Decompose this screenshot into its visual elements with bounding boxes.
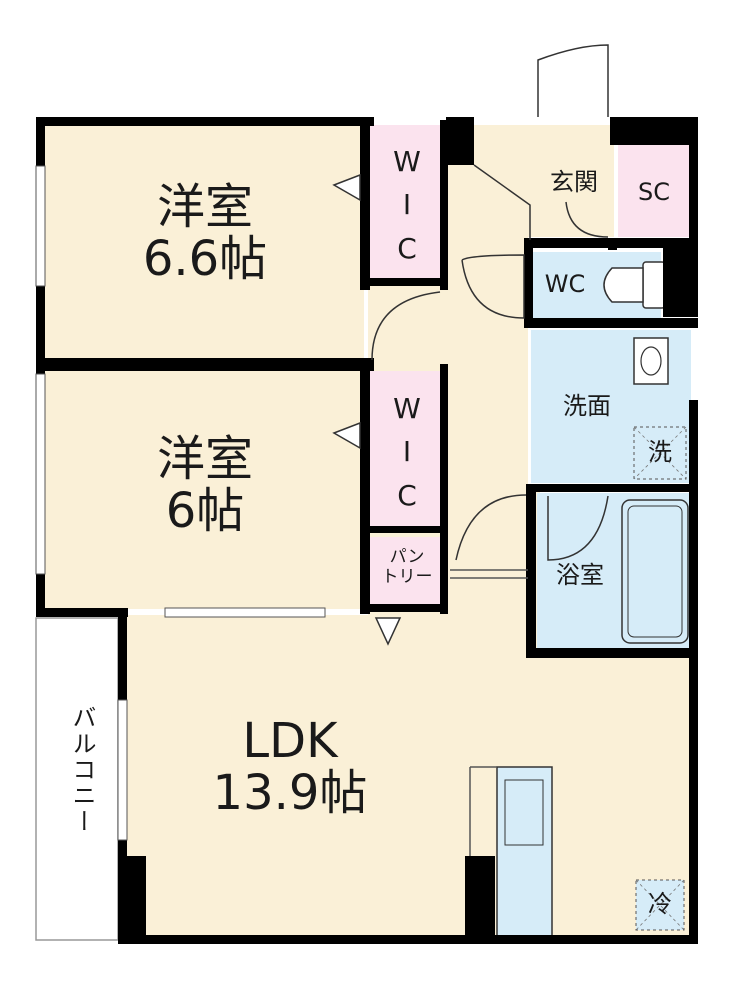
fridge-space bbox=[635, 879, 685, 931]
doors bbox=[332, 44, 609, 646]
bathroom-label: 浴室 bbox=[556, 561, 604, 589]
toilet-bowl bbox=[603, 267, 644, 303]
wc-label: WC bbox=[544, 270, 586, 298]
fridge-label: 冷 bbox=[648, 890, 672, 918]
wic-1-w: W bbox=[393, 145, 421, 178]
wic-2-w: W bbox=[393, 392, 421, 425]
wic-2-floor bbox=[368, 371, 446, 531]
wic-1-c: C bbox=[397, 231, 417, 265]
ldk-floor bbox=[125, 615, 695, 937]
bathtub-inner bbox=[627, 505, 683, 638]
toilet-tank bbox=[642, 261, 666, 309]
windows bbox=[35, 165, 326, 841]
western-room-2-size: 6帖 bbox=[165, 482, 245, 539]
wic-2-c: C bbox=[397, 478, 417, 512]
basin-bowl bbox=[640, 346, 662, 376]
balcony-area bbox=[35, 617, 119, 941]
ldk-size: 13.9帖 bbox=[212, 764, 368, 821]
entrance-label: 玄関 bbox=[550, 168, 598, 196]
pantry-line-2: トリー bbox=[381, 566, 433, 587]
wic-1-i: I bbox=[402, 188, 412, 222]
pantry-label: パン トリー bbox=[370, 547, 444, 587]
wic-1-floor bbox=[368, 125, 446, 282]
western-room-1-name: 洋室 bbox=[156, 179, 253, 235]
western-room-1-size: 6.6帖 bbox=[142, 230, 268, 287]
hall-floor-2 bbox=[450, 488, 540, 618]
washroom-label: 洗面 bbox=[563, 392, 611, 420]
ldk-label: LDK 13.9帖 bbox=[190, 713, 390, 821]
western-room-1-label: 洋室 6.6帖 bbox=[120, 179, 290, 287]
ldk-name: LDK bbox=[242, 713, 338, 769]
wic-1-label: W I C bbox=[370, 140, 444, 270]
partitions bbox=[44, 120, 448, 614]
washer-cross-2 bbox=[633, 426, 687, 480]
pantry-line-1: パン bbox=[389, 547, 425, 567]
kitchen-sink bbox=[504, 779, 544, 846]
bathtub bbox=[621, 499, 689, 644]
wic-2-i: I bbox=[402, 435, 412, 469]
wash-basin bbox=[633, 337, 669, 385]
washer-label: 洗 bbox=[648, 438, 672, 466]
western-room-1-floor bbox=[44, 125, 364, 363]
western-room-2-label: 洋室 6帖 bbox=[120, 431, 290, 539]
sc-floor bbox=[618, 145, 690, 237]
pantry-floor bbox=[370, 537, 444, 609]
western-room-2-floor bbox=[44, 371, 364, 609]
wic-2-label: W I C bbox=[370, 387, 444, 517]
sc-label: SC bbox=[638, 178, 670, 206]
western-room-2-name: 洋室 bbox=[156, 431, 253, 487]
balcony-label: バルコニー bbox=[68, 705, 96, 835]
